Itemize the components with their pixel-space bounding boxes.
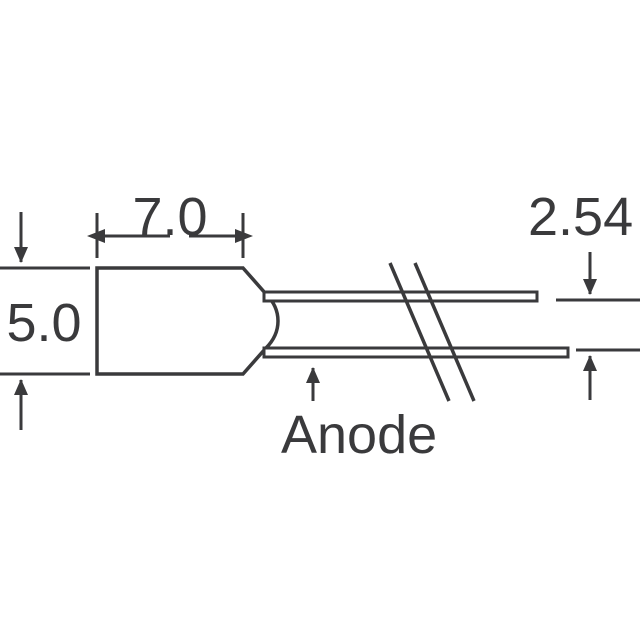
break-line-right — [413, 262, 476, 402]
body-outline — [95, 266, 280, 376]
break-line-left — [388, 262, 451, 402]
package-body — [95, 266, 280, 376]
lower-lead-outline — [262, 346, 570, 359]
anode-callout: Anode — [281, 367, 437, 465]
dimension-body-width: 7.0 — [87, 187, 253, 258]
dimension-body-height: 5.0 — [0, 212, 90, 430]
leads-group — [262, 290, 570, 359]
lead-pitch-value: 2.54 — [528, 187, 633, 247]
body-width-value: 7.0 — [132, 187, 207, 247]
anode-label: Anode — [281, 405, 437, 465]
body-height-value: 5.0 — [6, 293, 81, 353]
upper-lead — [262, 290, 539, 303]
dimension-lead-pitch: 2.54 — [528, 187, 640, 400]
upper-lead-outline — [262, 290, 539, 303]
lower-lead — [262, 346, 570, 359]
break-lines — [388, 262, 476, 402]
